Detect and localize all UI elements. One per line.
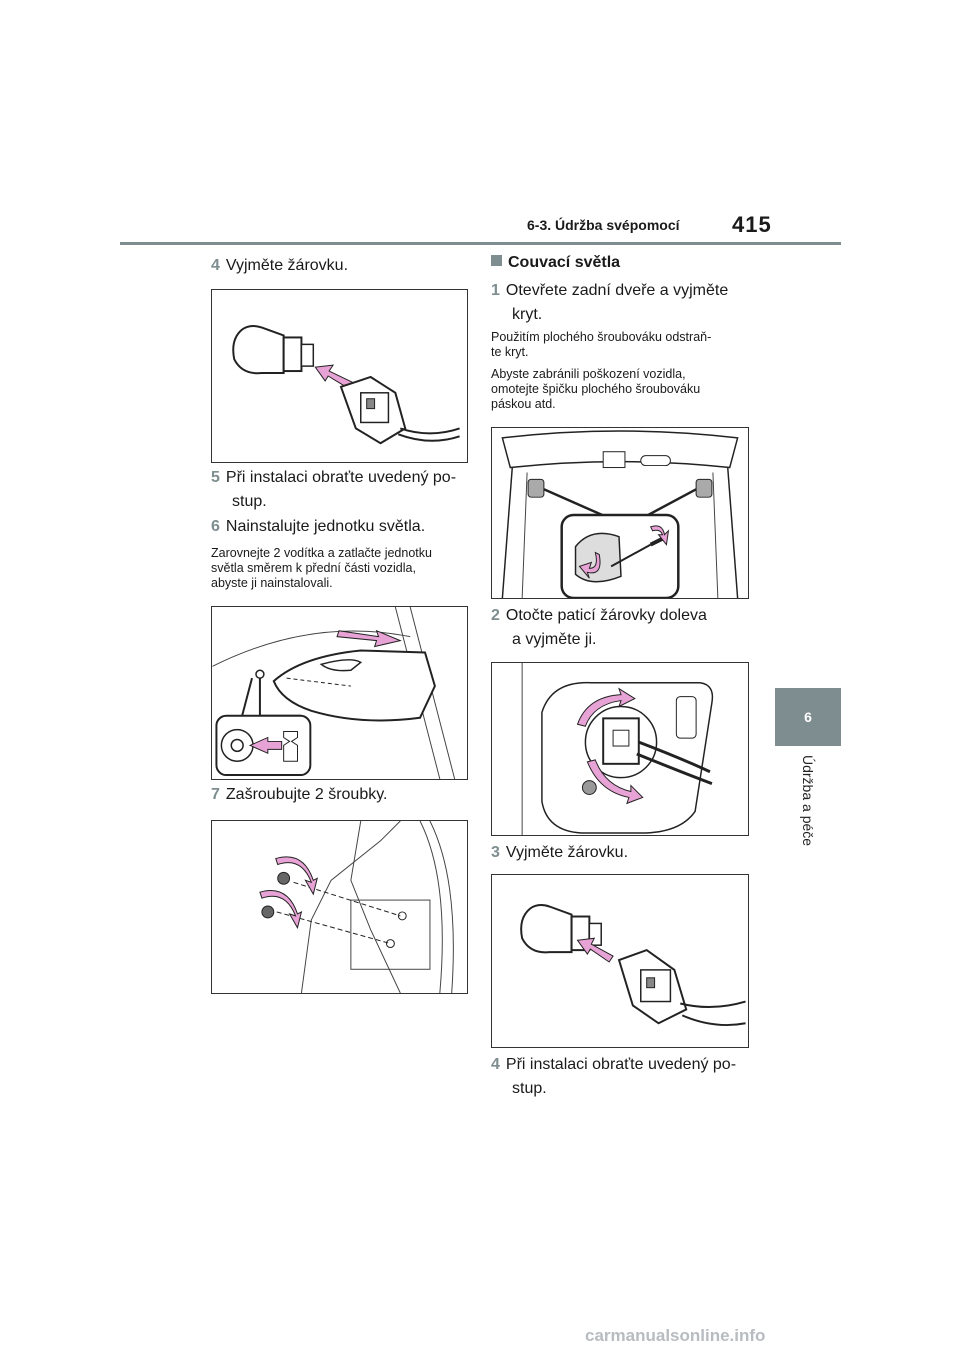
figure-light-unit-install [211, 606, 468, 780]
right-step-3: 3 Vyjměte žárovku. [491, 841, 628, 865]
figure-bulb-removal-rear [491, 874, 749, 1048]
bulb-socket-illustration [232, 324, 460, 445]
figure-bulb-removal-front [211, 289, 468, 463]
right-step-2: 2 Otočte paticí žárovky doleva a vyjměte … [491, 604, 756, 652]
step-text-line1: Při instalaci obraťte uvedený po- [225, 469, 457, 486]
light-unit-illustration [212, 607, 456, 779]
step-text: Vyjměte žárovku. [505, 844, 629, 861]
step-number: 5 [211, 469, 220, 486]
step-text-line1: Otočte paticí žárovky doleva [505, 607, 707, 624]
header-rule [120, 242, 841, 245]
step-number: 1 [491, 282, 500, 299]
chapter-title: Údržba a péče [800, 755, 816, 847]
tailgate-illustration [501, 430, 739, 598]
right-note-1a: Použitím plochého šroubováku odstraň- te… [491, 330, 753, 360]
left-note-6: Zarovnejte 2 vodítka a zatlačte jednotku… [211, 546, 473, 591]
step-number: 7 [211, 786, 220, 803]
heading-square-icon [491, 255, 502, 266]
step-text: Nainstalujte jednotku světla. [225, 518, 426, 535]
note-line2: světla směrem k přední části vozidla, [211, 561, 416, 575]
note-line3: abyste ji nainstalovali. [211, 576, 333, 590]
page-number: 415 [732, 212, 772, 237]
left-step-4: 4 Vyjměte žárovku. [211, 254, 348, 278]
note-line2: te kryt. [491, 345, 529, 359]
right-step-1: 1 Otevřete zadní dveře a vyjměte kryt. [491, 279, 756, 327]
section-heading: Couvací světla [491, 254, 620, 272]
step-text-line2: stup. [232, 493, 267, 510]
watermark: carmanualsonline.info [585, 1326, 766, 1345]
step-number: 6 [211, 518, 220, 535]
right-note-1b: Abyste zabránili poškození vozidla, omot… [491, 367, 753, 412]
chapter-tab: 6 [775, 688, 841, 746]
socket-turn-illustration [521, 663, 714, 835]
note-line2: omotejte špičku plochého šroubováku [491, 382, 701, 396]
step-text-line1: Otevřete zadní dveře a vyjměte [505, 282, 729, 299]
figure-cover-removal [491, 427, 749, 599]
screws-illustration [259, 821, 454, 993]
step-text-line2: a vyjměte ji. [512, 631, 597, 648]
step-text-line2: stup. [512, 1080, 547, 1097]
chapter-number: 6 [804, 709, 812, 725]
step-text-line2: kryt. [512, 306, 543, 323]
note-line1: Zarovnejte 2 vodítka a zatlačte jednotku [211, 546, 432, 560]
step-text: Vyjměte žárovku. [225, 257, 349, 274]
note-line1: Použitím plochého šroubováku odstraň- [491, 330, 712, 344]
figure-bulb-socket-turn [491, 662, 749, 836]
step-text-line1: Při instalaci obraťte uvedený po- [505, 1056, 737, 1073]
figure-screws [211, 820, 468, 994]
left-step-6: 6 Nainstalujte jednotku světla. [211, 515, 425, 539]
step-number: 2 [491, 607, 500, 624]
step-text: Zašroubujte 2 šroubky. [225, 786, 388, 803]
right-step-4: 4 Při instalaci obraťte uvedený po- stup. [491, 1053, 756, 1101]
left-step-7: 7 Zašroubujte 2 šroubky. [211, 783, 387, 807]
step-number: 3 [491, 844, 500, 861]
section-title: 6-3. Údržba svépomocí [527, 217, 680, 233]
note-line3: páskou atd. [491, 397, 556, 411]
step-number: 4 [211, 257, 220, 274]
heading-text: Couvací světla [508, 254, 621, 271]
note-line1: Abyste zabránili poškození vozidla, [491, 367, 686, 381]
bulb-socket-illustration [520, 904, 746, 1027]
left-step-5: 5 Při instalaci obraťte uvedený po- stup. [211, 466, 476, 514]
step-number: 4 [491, 1056, 500, 1073]
